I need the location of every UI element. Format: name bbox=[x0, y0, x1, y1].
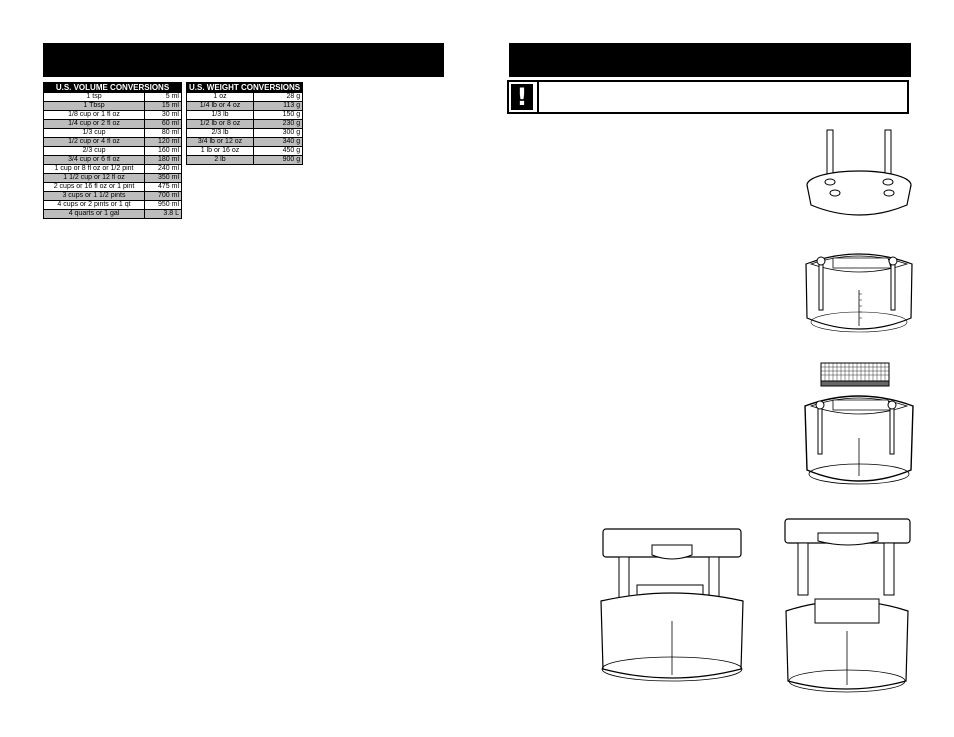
warning-box: ! bbox=[507, 80, 909, 114]
volume-table-header: U.S. VOLUME CONVERSIONS bbox=[43, 82, 182, 93]
volume-label-cell: 1/3 cup bbox=[43, 128, 145, 138]
weight-label-cell: 1/4 lb or 4 oz bbox=[186, 101, 254, 111]
base-with-posts-illustration bbox=[805, 125, 915, 225]
volume-value-cell: 80 ml bbox=[144, 128, 182, 138]
volume-value-cell: 475 ml bbox=[144, 182, 182, 192]
volume-label-cell: 1/8 cup or 1 fl oz bbox=[43, 110, 145, 120]
volume-label-cell: 4 cups or 2 pints or 1 qt bbox=[43, 200, 145, 210]
weight-value-cell: 340 g bbox=[252, 137, 304, 147]
volume-value-cell: 350 ml bbox=[144, 173, 182, 183]
left-page-header-bar bbox=[43, 43, 444, 77]
weight-value-cell: 300 g bbox=[252, 128, 304, 138]
volume-value-cell: 120 ml bbox=[144, 137, 182, 147]
container-with-posts-illustration bbox=[803, 248, 915, 334]
volume-label-cell: 1 Tbsp bbox=[43, 101, 145, 111]
weight-label-cell: 2/3 lb bbox=[186, 128, 254, 138]
weight-label-cell: 1 oz bbox=[186, 92, 254, 102]
volume-value-cell: 5 ml bbox=[144, 92, 182, 102]
weight-value-cell: 900 g bbox=[252, 155, 304, 165]
volume-label-cell: 1/2 cup or 4 fl oz bbox=[43, 137, 145, 147]
volume-value-cell: 950 ml bbox=[144, 200, 182, 210]
volume-value-cell: 240 ml bbox=[144, 164, 182, 174]
volume-value-cell: 3.8 L bbox=[144, 209, 182, 219]
volume-label-cell: 1 tsp bbox=[43, 92, 145, 102]
volume-label-cell: 1 1/2 cup or 12 fl oz bbox=[43, 173, 145, 183]
weight-value-cell: 113 g bbox=[252, 101, 304, 111]
weight-value-cell: 150 g bbox=[252, 110, 304, 120]
warning-divider bbox=[537, 82, 539, 112]
volume-label-cell: 2 cups or 16 fl oz or 1 pint bbox=[43, 182, 145, 192]
grid-insert-illustration bbox=[803, 360, 915, 488]
weight-value-cell: 230 g bbox=[252, 119, 304, 129]
assembled-unit-illustration bbox=[597, 525, 747, 687]
volume-value-cell: 30 ml bbox=[144, 110, 182, 120]
volume-label-cell: 2/3 cup bbox=[43, 146, 145, 156]
volume-label-cell: 3/4 cup or 6 fl oz bbox=[43, 155, 145, 165]
weight-label-cell: 3/4 lb or 12 oz bbox=[186, 137, 254, 147]
weight-value-cell: 450 g bbox=[252, 146, 304, 156]
volume-label-cell: 1/4 cup or 2 fl oz bbox=[43, 119, 145, 129]
weight-label-cell: 1/3 lb bbox=[186, 110, 254, 120]
weight-label-cell: 1 lb or 16 oz bbox=[186, 146, 254, 156]
weight-label-cell: 1/2 lb or 8 oz bbox=[186, 119, 254, 129]
volume-label-cell: 1 cup or 8 fl oz or 1/2 pint bbox=[43, 164, 145, 174]
volume-value-cell: 160 ml bbox=[144, 146, 182, 156]
right-page-header-bar bbox=[509, 43, 911, 77]
weight-table-header: U.S. WEIGHT CONVERSIONS bbox=[185, 82, 304, 93]
volume-label-cell: 4 quarts or 1 gal bbox=[43, 209, 145, 219]
weight-label-cell: 2 lb bbox=[186, 155, 254, 165]
exclamation-icon: ! bbox=[511, 84, 533, 110]
weight-value-cell: 28 g bbox=[252, 92, 304, 102]
volume-value-cell: 700 ml bbox=[144, 191, 182, 201]
volume-value-cell: 15 ml bbox=[144, 101, 182, 111]
volume-label-cell: 3 cups or 1 1/2 pints bbox=[43, 191, 145, 201]
volume-value-cell: 60 ml bbox=[144, 119, 182, 129]
exploded-view-illustration bbox=[780, 515, 915, 695]
volume-value-cell: 180 ml bbox=[144, 155, 182, 165]
